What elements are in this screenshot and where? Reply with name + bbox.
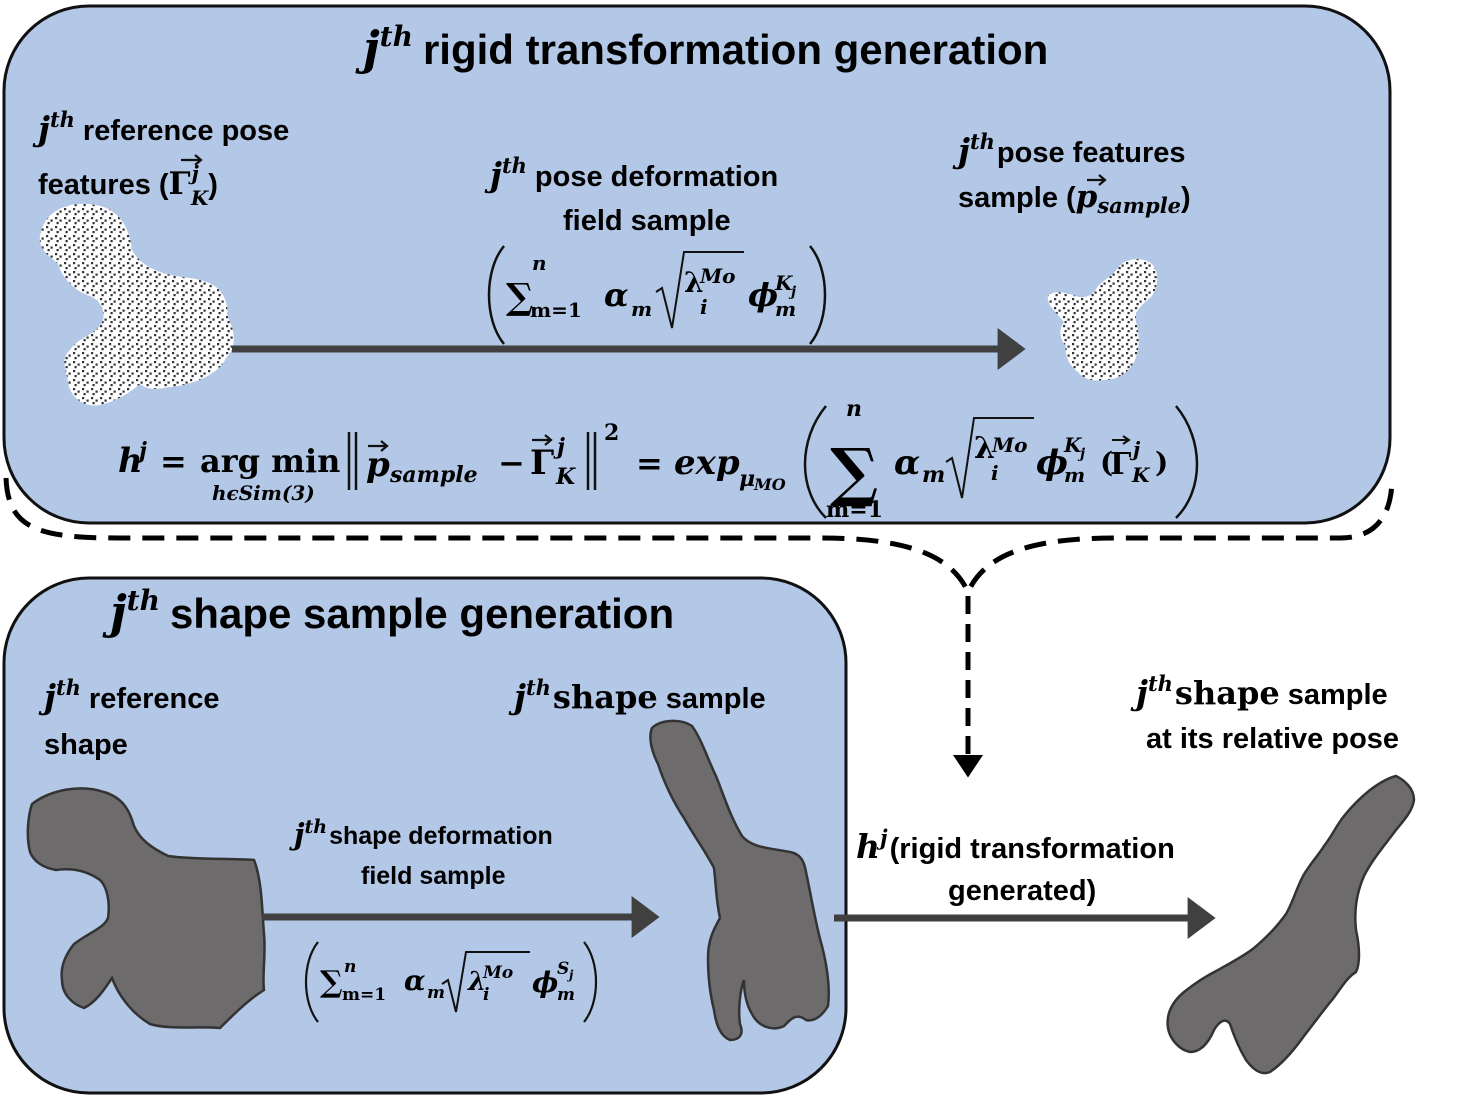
bottom-field-label-line2: field sample [361,862,506,890]
p-vector-arrow-1 [1087,174,1107,186]
gamma-vector-arrow-1 [181,154,203,166]
svg-text:p: p [366,445,390,485]
svg-text:K: K [1063,433,1083,457]
svg-text:K: K [555,464,576,490]
svg-text:=: = [636,444,663,482]
svg-text:Mo: Mo [482,963,513,983]
svg-text:exp: exp [674,443,740,483]
svg-text:(: ( [1100,446,1113,479]
svg-text:m=1: m=1 [530,298,582,322]
svg-text:∑: ∑ [506,276,533,318]
svg-text:2: 2 [604,420,619,446]
svg-text:α: α [604,276,629,314]
svg-text:i: i [991,461,999,485]
svg-text:n: n [344,957,356,977]
result-label-line2: at its relative pose [1146,723,1399,755]
svg-text:sample: sample [389,462,478,488]
svg-text:m: m [557,985,575,1005]
svg-text:m: m [631,297,652,321]
reference-shape [26,787,266,1030]
svg-text:ϕ: ϕ [1036,443,1068,483]
result-label-line1: jthshape sample [1130,671,1388,712]
svg-text:i: i [483,985,489,1005]
svg-text:K: K [774,271,794,295]
sample-pose-features-blob [1047,259,1158,381]
svg-text:h: h [118,441,143,481]
svg-text:λ: λ [467,967,486,997]
svg-text:m: m [775,297,796,321]
svg-text:K: K [1131,463,1151,487]
svg-text:λ: λ [684,266,704,299]
svg-text:MO: MO [753,475,786,494]
svg-text:α: α [404,964,426,997]
svg-text:m: m [427,983,445,1003]
bottom-ref-label-line2: shape [44,729,128,761]
svg-text:j: j [788,284,796,300]
svg-text:m: m [922,462,945,488]
reference-pose-features-blob [39,203,234,406]
svg-text:α: α [894,443,920,483]
transformed-shape [1166,774,1416,1075]
svg-text:Γ: Γ [1110,447,1131,482]
svg-text:μ: μ [739,466,755,492]
svg-text:n: n [846,396,862,422]
svg-text:∑: ∑ [830,435,878,510]
svg-text:hϵSim(3): hϵSim(3) [212,481,315,505]
svg-text:−: − [498,444,525,482]
svg-text:∑: ∑ [320,965,343,1000]
svg-text:Mo: Mo [699,264,735,288]
svg-text:j: j [1077,446,1085,462]
bottom-field-formula: ∑ n m=1 α m λ Mo i ϕ S j m [304,941,598,1023]
svg-text:j: j [567,968,574,982]
bottom-field-label-line1: jthshape deformation [289,816,553,851]
svg-text:Mo: Mo [991,433,1027,457]
svg-text:λ: λ [974,431,995,466]
shape-sample [649,719,830,1042]
top-field-label-line2: field sample [563,205,731,237]
svg-text:arg min: arg min [200,442,340,480]
svg-text:=: = [160,442,187,480]
top-equation: h j = arg min hϵSim(3) p sample − Γ j K … [118,396,1199,523]
svg-text:m=1: m=1 [342,985,386,1005]
svg-text:m=1: m=1 [826,497,883,523]
svg-text:): ) [1155,446,1168,479]
svg-text:S: S [557,959,569,979]
top-sample-label-line1: jthpose features [952,129,1186,170]
transform-label-line1: hj(rigid transformation [856,825,1175,866]
bottom-sample-label: jthshape sample [508,675,766,716]
top-panel [2,4,1392,525]
svg-text:m: m [1064,463,1085,487]
svg-text:ϕ: ϕ [748,276,778,314]
svg-text:i: i [700,295,708,319]
svg-text:ϕ: ϕ [532,966,558,999]
svg-text:Γ: Γ [530,443,554,483]
top-field-formula: ∑ n m=1 α m λ Mo i ϕ K j m [487,245,827,345]
transform-label-line2: generated) [948,875,1096,907]
svg-text:n: n [532,251,547,275]
top-sample-label-line2: sample (psample) [958,179,1191,218]
